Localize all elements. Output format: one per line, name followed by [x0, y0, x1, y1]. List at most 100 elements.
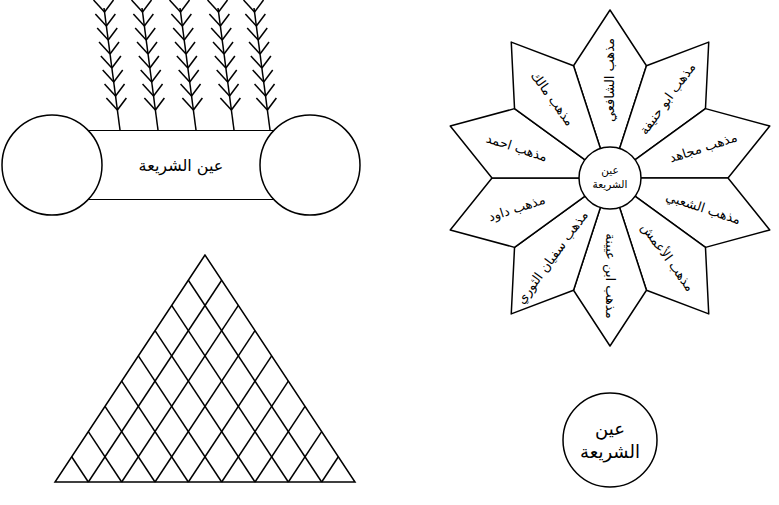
branch-line	[211, 28, 222, 40]
branch-line	[106, 14, 115, 26]
branch-line	[224, 42, 233, 54]
branch-line	[266, 84, 275, 96]
branch-line	[226, 56, 235, 68]
branch-line	[231, 98, 240, 110]
branch-line	[144, 14, 153, 26]
branch-line	[245, 14, 256, 26]
branch-line	[249, 42, 260, 54]
branch-line	[106, 98, 117, 110]
lattice-line	[105, 406, 155, 482]
branch-line	[184, 28, 193, 40]
lattice-line	[155, 331, 255, 482]
branch-line	[258, 28, 267, 40]
branch-line	[213, 42, 224, 54]
branch-line	[215, 56, 226, 68]
branch-line	[177, 56, 188, 68]
branch-stem	[208, 0, 241, 130]
center-circle: عين الشريعة	[578, 146, 642, 210]
petal-shape	[482, 21, 623, 177]
branch-line	[256, 98, 267, 110]
branch-line	[94, 0, 105, 12]
circle-shape	[579, 147, 641, 209]
petal-label: مذهب ابن عيينة	[602, 233, 618, 318]
branch-line	[112, 56, 121, 68]
branch-line	[154, 84, 163, 96]
branch-line	[99, 42, 110, 54]
branch-line	[170, 0, 181, 12]
branch-line	[247, 28, 258, 40]
lattice-line	[172, 305, 289, 482]
lattice-line	[88, 280, 221, 482]
branch-line	[152, 70, 161, 82]
branch-line	[255, 84, 266, 96]
lattice-line	[188, 356, 271, 482]
branch-line	[192, 84, 201, 96]
circle-outline	[562, 392, 658, 488]
branch-line	[182, 14, 191, 26]
branch-line	[220, 14, 229, 26]
lattice-line	[122, 305, 239, 482]
drawing	[2, 0, 360, 482]
branch-line	[208, 0, 219, 12]
branch-line	[175, 42, 186, 54]
branch-line	[220, 98, 231, 110]
branch-line	[137, 42, 148, 54]
lattice-line	[155, 331, 255, 482]
branch-line	[219, 84, 230, 96]
branch-line	[101, 56, 112, 68]
lattice-line	[88, 432, 121, 482]
stem-line	[104, 8, 120, 130]
branch-line	[114, 70, 123, 82]
branch-line	[105, 0, 114, 12]
branch-line	[110, 42, 119, 54]
lattice-line	[122, 381, 189, 482]
lattice-line	[322, 457, 339, 482]
branch-line	[117, 98, 126, 110]
stem-line	[218, 8, 234, 130]
branch-line	[171, 14, 182, 26]
branch-line	[155, 98, 164, 110]
branch-line	[143, 0, 152, 12]
circle-shape	[563, 393, 657, 487]
branch-line	[186, 42, 195, 54]
branch-line	[230, 84, 239, 96]
stem-line	[142, 8, 158, 130]
branch-line	[173, 28, 184, 40]
branch-line	[267, 98, 276, 110]
lattice-line	[72, 457, 89, 482]
branch-line	[255, 0, 264, 12]
band-box: عين الشريعة	[88, 130, 274, 200]
branch-line	[148, 42, 157, 54]
branch-line	[256, 14, 265, 26]
branch-line	[251, 56, 262, 68]
end-circle	[260, 115, 360, 215]
branch-stem	[244, 0, 277, 130]
branch-stem	[94, 0, 127, 130]
branch-line	[181, 0, 190, 12]
branch-line	[135, 28, 146, 40]
branch-line	[182, 98, 193, 110]
branch-line	[95, 14, 106, 26]
branch-line	[139, 56, 150, 68]
lattice-line	[188, 280, 321, 482]
branch-line	[244, 0, 255, 12]
stem-line	[180, 8, 196, 130]
stem-line	[254, 8, 270, 130]
source-circle: عين الشريعة	[562, 392, 658, 488]
branch-line	[260, 42, 269, 54]
branch-line	[222, 28, 231, 40]
branch-line	[108, 28, 117, 40]
branch-line	[264, 70, 273, 82]
node-label: عين الشريعة	[139, 156, 224, 175]
branch-line	[181, 84, 192, 96]
branch-line	[105, 84, 116, 96]
branch-line	[190, 70, 199, 82]
branch-line	[146, 28, 155, 40]
branch-line	[193, 98, 202, 110]
branch-line	[97, 28, 108, 40]
branch-line	[217, 70, 228, 82]
branch-line	[219, 0, 228, 12]
petal-label: مذهب الشافعي	[602, 38, 618, 122]
branch-line	[253, 70, 264, 82]
